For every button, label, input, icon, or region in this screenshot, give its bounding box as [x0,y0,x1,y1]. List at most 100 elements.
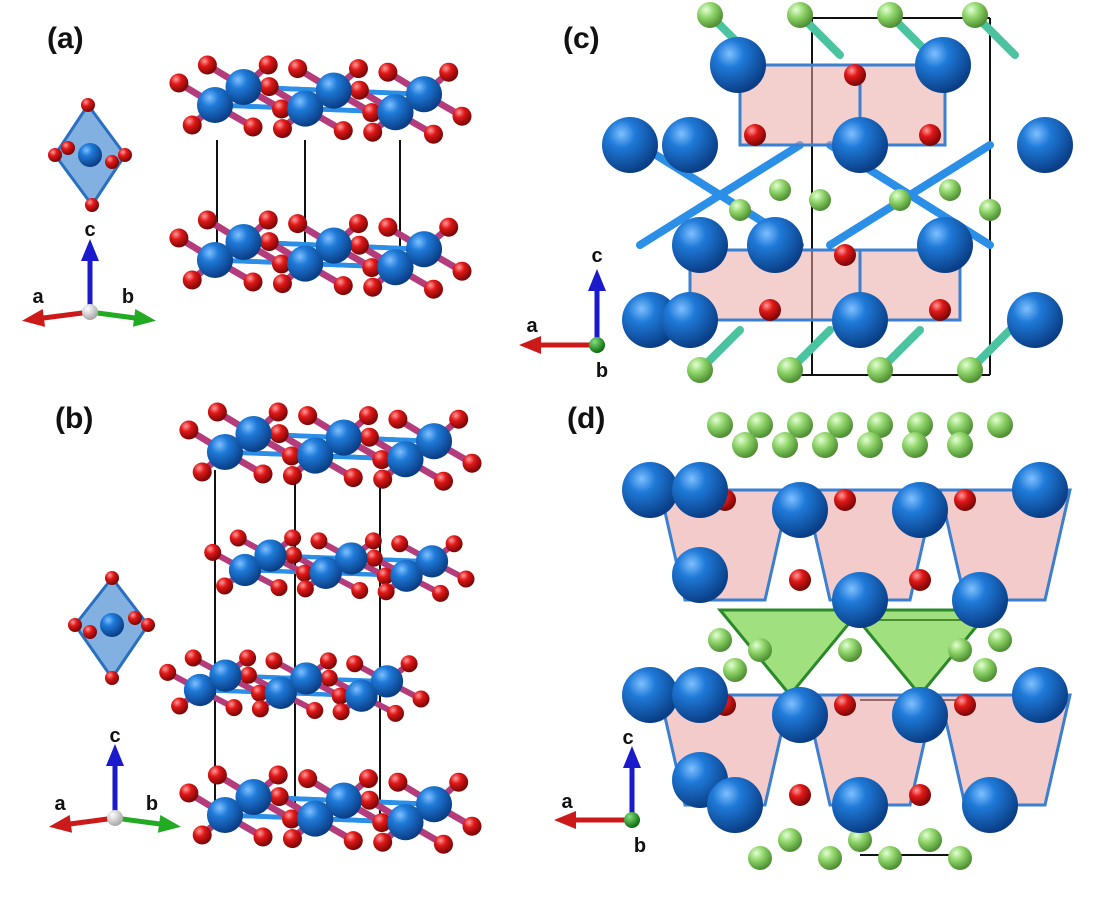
halide-atom [878,846,902,870]
oxygen-atom [169,228,189,248]
oxygen-atom [346,655,364,673]
metal-atom [297,437,334,474]
oxygen-atom [296,564,313,582]
oxygen-atom [207,402,227,422]
oxygen-atom [333,276,353,296]
halide-atom [723,658,747,682]
oxygen-atom [282,829,302,849]
metal-atom [235,415,272,453]
panel-label-b: (b) [55,402,94,435]
oxygen-atom [272,254,291,274]
metal-atom [415,786,453,823]
oxygen-atom [373,832,393,852]
oxygen-atom [365,549,383,567]
halide-atom [827,412,853,438]
oxygen-atom [105,155,119,169]
metal-atom [390,559,423,592]
oxygen-atom [391,535,409,553]
metal-atom [325,782,362,819]
metal-atom [206,796,244,834]
oxygen-atom [128,611,142,625]
oxygen-atom [834,694,856,716]
halide-atom [857,432,883,458]
oxygen-atom [179,783,199,803]
oxygen-atom [141,618,155,632]
oxygen-atom [83,625,97,639]
metal-atom [290,662,323,695]
metal-atom [297,800,334,837]
oxygen-atom [192,825,212,845]
oxygen-atom [243,272,263,292]
halide-atom [962,2,988,28]
oxygen-atom [48,148,62,162]
oxygen-atom [171,697,189,715]
halide-atom [838,638,862,662]
oxygen-atom [306,701,324,719]
metal-atom [832,117,888,173]
metal-atom [196,86,234,124]
oxygen-atom [268,765,288,785]
metal-atom [405,231,443,268]
metal-atom [183,673,217,707]
oxygen-atom [359,790,379,810]
oxygen-atom [449,772,469,792]
metal-atom [405,76,443,113]
oxygen-atom [400,655,418,673]
axis-label-a: a [561,791,573,813]
oxygen-atom [744,124,766,146]
oxygen-atom [362,103,382,123]
metal-atom [209,659,242,692]
oxygen-atom [243,117,263,137]
oxygen-atom [251,684,268,702]
metal-atom [672,462,728,518]
halide-atom [748,846,772,870]
oxygen-atom [759,299,781,321]
metal-atom [772,687,828,743]
oxygen-atom [343,831,363,851]
oxygen-atom [118,148,132,162]
axis-label-b: b [634,835,646,857]
axis-label-b: b [122,286,134,308]
oxygen-atom [253,827,273,847]
metal-atom [672,547,728,603]
halide-atom [988,628,1012,652]
oxygen-atom [462,453,482,473]
halide-atom [818,846,842,870]
metal-atom [622,462,678,518]
oxygen-atom [834,244,856,266]
metal-atom [377,94,414,131]
a-axis-arrow [519,336,597,354]
halide-atom [907,412,933,438]
oxygen-atom [331,687,349,705]
metal-atom [225,68,262,106]
oxygen-atom [954,694,976,716]
halide-atom [787,412,813,438]
oxygen-atom [259,77,279,97]
axis-origin [107,810,123,826]
oxygen-atom [253,464,273,484]
oxygen-atom [343,468,363,488]
oxygen-atom [159,663,177,681]
oxygen-atom [412,690,430,708]
oxygen-atom [229,529,247,547]
metal-atom [662,117,718,173]
oxygen-atom [432,584,449,602]
halide-atom [947,412,973,438]
oxygen-atom [844,64,866,86]
halide-atom [918,828,942,852]
metal-atom [915,37,971,93]
halide-atom [889,189,911,211]
metal-atom [415,545,449,578]
metal-atom [196,241,234,279]
b-axis-origin [624,812,640,828]
oxygen-atom [373,469,393,489]
oxygen-atom [378,217,398,237]
metal-atom [387,804,424,841]
metal-atom [747,217,803,273]
metal-atom [1012,462,1068,518]
oxygen-atom [282,446,301,466]
metal-atom [287,90,324,127]
metal-atom [325,419,362,456]
oxygen-atom [387,704,404,722]
